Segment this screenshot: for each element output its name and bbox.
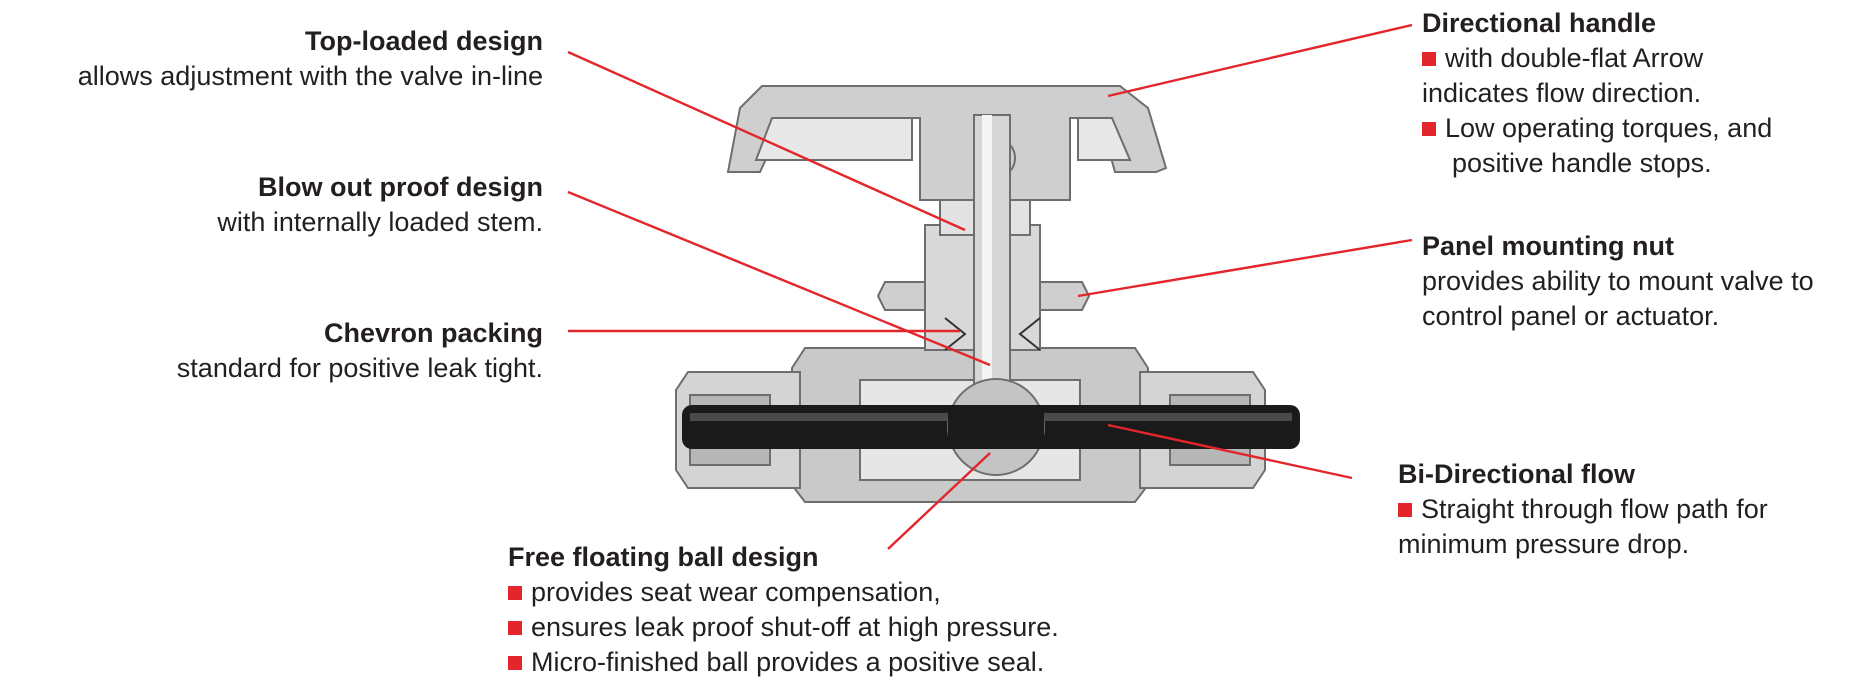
callout-blow-out: Blow out proof design with internally lo… [217,170,543,240]
callout-title: Free floating ball design [508,542,819,572]
chevron-packing [944,317,1041,351]
callout-title: Bi-Directional flow [1398,459,1636,489]
callout-directional: Directional handle with double-flat Arro… [1422,6,1772,181]
callout-text: positive handle stops. [1452,148,1712,178]
callout-text: allows adjustment with the valve in-line [77,61,543,91]
callout-bullet-2: ensures leak proof shut-off at high pres… [508,610,1059,645]
callout-bullet-1: with double-flat Arrow [1422,41,1772,76]
callout-panel-nut: Panel mounting nut provides ability to m… [1422,229,1814,334]
callout-title: Top-loaded design [305,26,543,56]
leader-bidirectional [1107,423,1353,480]
callout-title: Panel mounting nut [1422,231,1674,261]
bullet-square-icon [508,656,522,670]
callout-bullet-1: provides seat wear compensation, [508,575,1059,610]
callout-title: Chevron packing [323,318,543,348]
callout-text: indicates flow direction. [1422,78,1702,108]
bullet-square-icon [1422,52,1436,66]
leader-top-loaded [567,50,966,232]
bullet-square-icon [508,586,522,600]
bullet-square-icon [508,621,522,635]
callout-title: Directional handle [1422,8,1657,38]
callout-text: control panel or actuator. [1422,301,1720,331]
leader-free-ball [887,452,991,550]
leader-directional [1107,23,1413,98]
ball [947,378,1045,476]
callout-text: standard for positive leak tight. [176,353,543,383]
callout-bullet-1: Straight through flow path for [1398,492,1830,527]
callout-text: minimum pressure drop. [1398,529,1690,559]
bullet-square-icon [1398,503,1412,517]
callout-bullet-3: Micro-finished ball provides a positive … [508,645,1059,680]
callout-chevron: Chevron packing standard for positive le… [177,316,543,386]
callout-title: Blow out proof design [258,172,543,202]
handle [726,85,1168,201]
callout-top-loaded: Top-loaded design allows adjustment with… [78,24,543,94]
callout-text: with internally loaded stem. [217,207,543,237]
leader-blow-out [567,190,991,367]
leader-panel-nut [1077,238,1413,298]
bullet-square-icon [1422,122,1436,136]
callout-free-ball: Free floating ball design provides seat … [508,540,1059,680]
callout-bidirectional: Bi-Directional flow Straight through flo… [1398,457,1830,562]
stem [973,114,1011,386]
callout-bullet-2: Low operating torques, and [1422,111,1772,146]
leader-lines [567,23,1413,550]
callout-text: provides ability to mount valve to [1422,266,1814,296]
